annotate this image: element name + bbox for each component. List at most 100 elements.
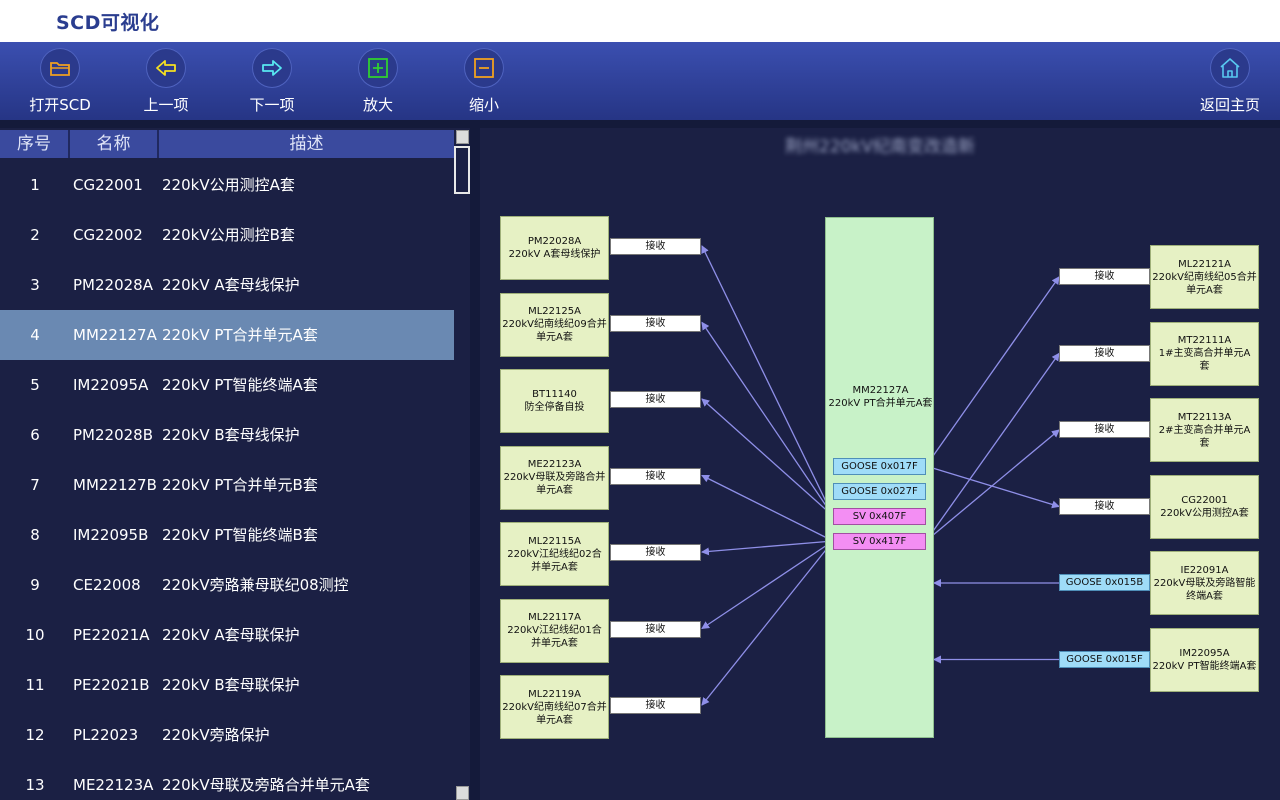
receive-port[interactable]: 接收	[610, 620, 701, 638]
device-node-text: IM22095A	[1179, 647, 1230, 659]
cell-name: MM22127B	[73, 476, 157, 494]
goose-port[interactable]: GOOSE 0x027F	[833, 483, 926, 500]
device-node-text: 套	[1199, 361, 1210, 372]
center-device-label: MM22127A 220kV PT合并单元A套	[826, 384, 935, 410]
receive-port[interactable]: 接收	[1059, 344, 1150, 362]
device-node-text: ME22123A	[527, 459, 582, 470]
signal-link	[925, 352, 1060, 542]
cell-name: IM22095B	[73, 526, 149, 544]
next-item-button[interactable]: 下一项	[222, 48, 322, 118]
device-node-text: 并单元A套	[531, 638, 578, 649]
cell-index: 13	[25, 776, 45, 794]
panel-splitter[interactable]	[470, 128, 480, 800]
cell-description: 220kV B套母联保护	[162, 676, 300, 694]
receive-port[interactable]: 接收	[1059, 497, 1150, 515]
arrow-right-icon	[252, 48, 292, 88]
device-node-text: 220kV纪南线纪05合并	[1152, 271, 1257, 283]
receive-port[interactable]: 接收	[610, 314, 701, 332]
receive-port[interactable]: 接收	[610, 391, 701, 408]
receive-port[interactable]: 接收	[1059, 268, 1150, 285]
goose-port[interactable]: GOOSE 0x017F	[833, 458, 926, 475]
zoom-in-button[interactable]: 放大	[328, 48, 428, 118]
cell-index: 10	[25, 626, 45, 644]
device-node-text: 220kV PT智能终端A套	[1152, 660, 1257, 672]
device-node-text: 单元A套	[536, 485, 573, 496]
cell-index: 8	[30, 526, 40, 544]
cell-name: MM22127A	[73, 326, 157, 344]
zoom-out-button[interactable]: 缩小	[434, 48, 534, 118]
receive-port[interactable]: 接收	[1059, 421, 1150, 438]
return-home-button[interactable]: 返回主页	[1180, 48, 1280, 118]
cell-index: 4	[30, 326, 40, 344]
device-node-text: PM22028A	[527, 236, 582, 247]
previous-item-button[interactable]: 上一项	[116, 48, 216, 118]
device-node-text: ML22119A	[528, 688, 581, 700]
list-scrollbar[interactable]	[454, 130, 470, 800]
column-header-description[interactable]: 描述	[289, 134, 324, 154]
receive-port[interactable]: 接收	[610, 697, 701, 714]
column-header-index[interactable]: 序号	[0, 130, 70, 158]
open-scd-button[interactable]: 打开SCD	[10, 48, 110, 118]
column-header-name[interactable]: 名称	[70, 130, 159, 158]
receive-port[interactable]: 接收	[610, 238, 701, 255]
center-device-node[interactable]: MM22127A 220kV PT合并单元A套	[825, 217, 934, 738]
signal-link	[701, 398, 834, 517]
zoom-out-icon	[464, 48, 504, 88]
folder-icon	[40, 48, 80, 88]
link-layer	[701, 245, 1060, 706]
cell-name: IM22095A	[73, 376, 149, 394]
device-node-text: ML22117A	[528, 612, 581, 623]
signal-link	[701, 474, 834, 542]
device-node-text: 套	[1199, 437, 1210, 449]
goose-port[interactable]: GOOSE 0x015F	[1059, 650, 1150, 668]
goose-port[interactable]: GOOSE 0x015B	[1059, 574, 1150, 591]
sv-port[interactable]: SV 0x407F	[833, 508, 926, 525]
scroll-up-arrow-icon[interactable]	[456, 130, 469, 144]
device-node-text: MT22113A	[1177, 411, 1232, 423]
cell-index: 7	[30, 476, 40, 494]
cell-index: 9	[30, 576, 40, 594]
next-item-label: 下一项	[249, 96, 295, 114]
device-node-text: 1#主变高合并单元A	[1158, 348, 1251, 359]
receive-port[interactable]: 接收	[610, 467, 701, 485]
sv-port[interactable]: SV 0x417F	[833, 533, 926, 550]
scd-diagram-canvas[interactable]: 荆州220kV纪南变改造新 MM22127A 220kV PT合并单元A套 GO…	[480, 128, 1280, 800]
scroll-down-arrow-icon[interactable]	[456, 786, 469, 800]
receive-port[interactable]: 接收	[610, 544, 701, 561]
device-node-text: 220kV公用测控A套	[1160, 507, 1249, 519]
toolbar-divider	[0, 120, 1280, 128]
device-node-text: 220kV纪南线纪09合并	[502, 319, 607, 330]
cell-description: 220kV PT智能终端A套	[162, 376, 318, 394]
arrow-left-icon	[146, 48, 186, 88]
signal-link	[701, 245, 834, 517]
cell-name: PL22023	[73, 726, 139, 744]
scroll-thumb[interactable]	[454, 146, 470, 194]
table-header: 序号 名称 描述	[0, 130, 454, 158]
